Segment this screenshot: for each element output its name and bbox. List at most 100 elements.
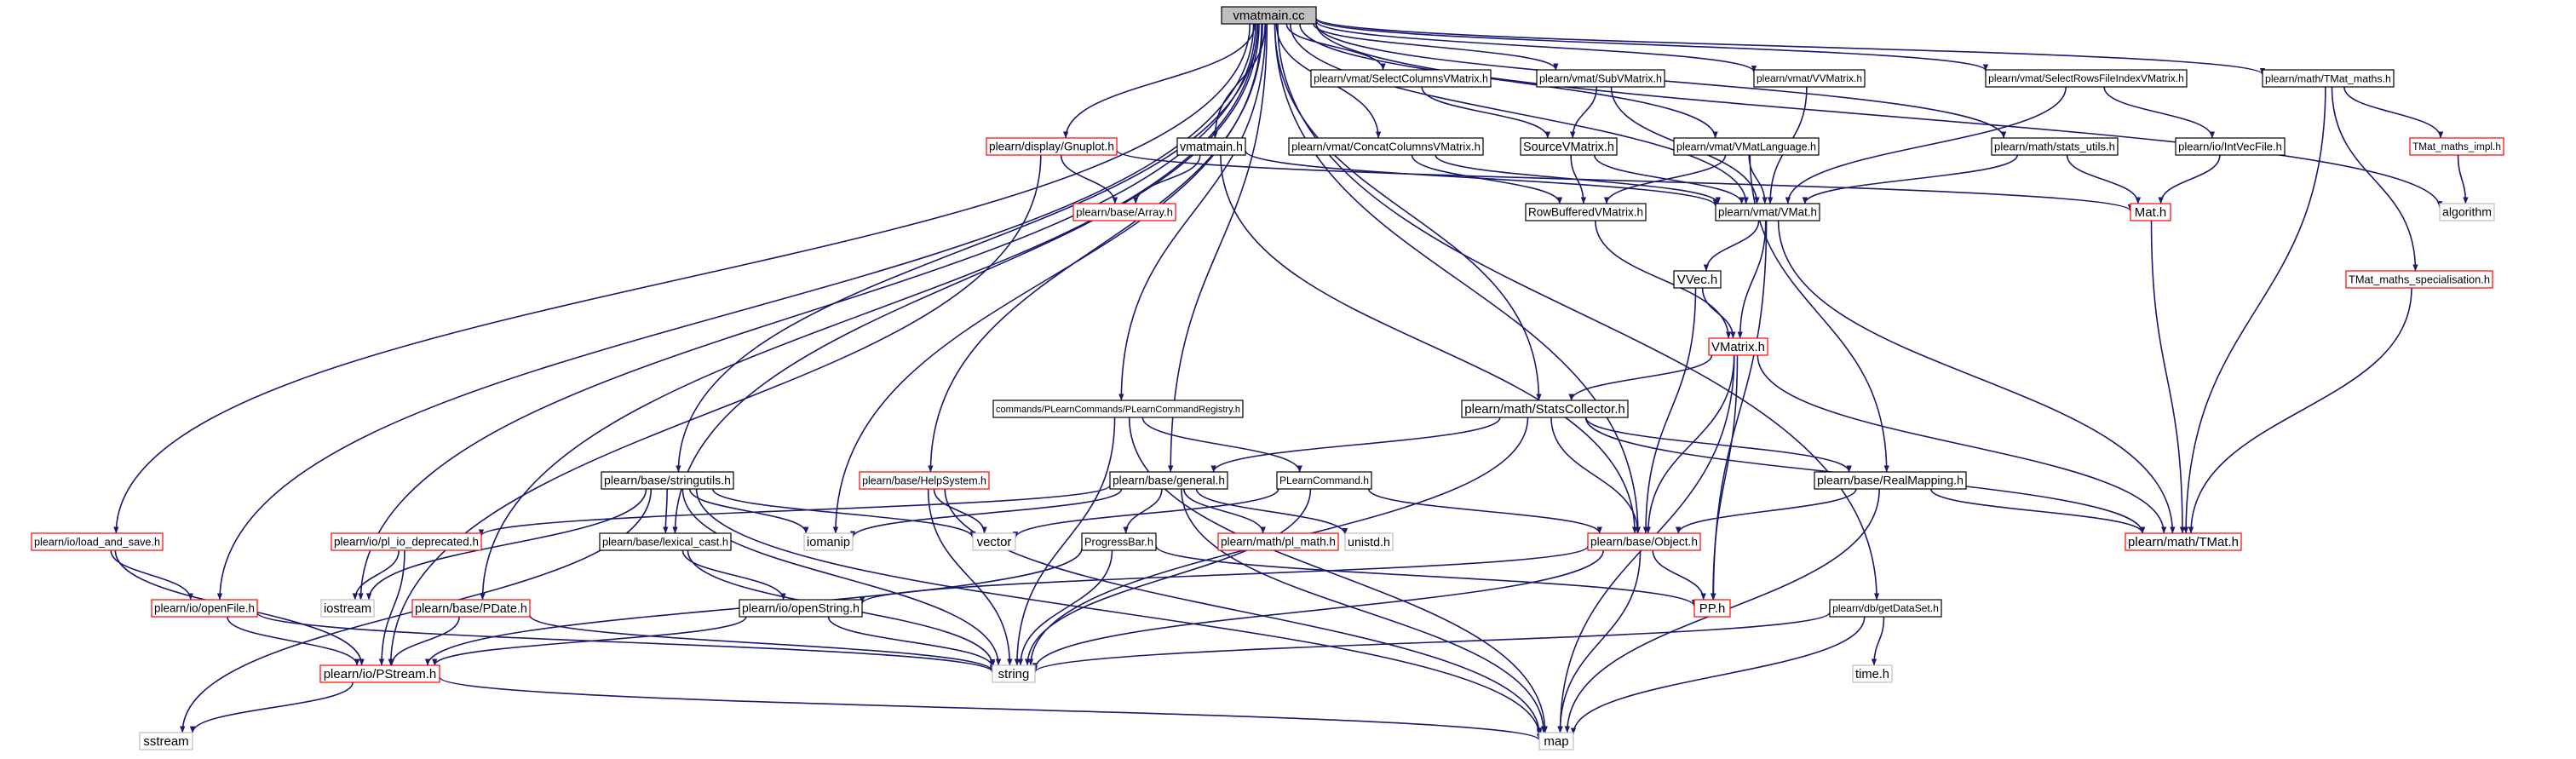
- node-gnuplot[interactable]: plearn/display/Gnuplot.h: [986, 137, 1118, 156]
- node-select-rows[interactable]: plearn/vmat/SelectRowsFileIndexVMatrix.h: [1985, 69, 2188, 88]
- node-row-buffered[interactable]: RowBufferedVMatrix.h: [1525, 203, 1647, 221]
- edge-gnuplot-to-pstream: [388, 154, 1042, 666]
- node-box: [1109, 471, 1228, 490]
- edge-vmatmain_cc-to-vv_matrix: [1315, 20, 1757, 72]
- node-label: PP.h: [1699, 601, 1726, 616]
- edge-vmatmain_h-to-array_h: [1133, 154, 1201, 204]
- node-vv-matrix[interactable]: plearn/vmat/VVMatrix.h: [1753, 69, 1866, 88]
- node-vmatmain-h[interactable]: vmatmain.h: [1176, 137, 1246, 156]
- node-help-system[interactable]: plearn/base/HelpSystem.h: [859, 471, 990, 490]
- node-source-vmatrix[interactable]: SourceVMatrix.h: [1520, 137, 1618, 156]
- edge-real_mapping-to-object_h: [1675, 488, 1857, 534]
- node-int-vec-file[interactable]: plearn/io/IntVecFile.h: [2175, 137, 2286, 156]
- node-open-string[interactable]: plearn/io/openString.h: [739, 599, 863, 618]
- node-concat-cols[interactable]: plearn/vmat/ConcatColumnsVMatrix.h: [1288, 137, 1484, 156]
- node-vmat-language[interactable]: plearn/vmat/VMatLanguage.h: [1673, 137, 1820, 156]
- node-label: VVec.h: [1677, 273, 1718, 287]
- node-tmat-spec[interactable]: TMat_maths_specialisation.h: [2345, 270, 2493, 289]
- node-pl-io-deprecated[interactable]: plearn/io/pl_io_deprecated.h: [331, 532, 482, 551]
- edge-progress_bar-to-string: [1017, 549, 1113, 666]
- edge-stringutils-to-vector: [712, 488, 976, 538]
- edge-stringutils-to-map: [695, 488, 1543, 737]
- node-pdate[interactable]: plearn/base/PDate.h: [411, 599, 531, 618]
- edge-cmd_registry-to-plearn_command: [1141, 417, 1302, 473]
- node-vmatmain-cc[interactable]: vmatmain.cc: [1221, 6, 1317, 25]
- node-box: [1829, 599, 1942, 618]
- node-label: Mat.h: [2135, 205, 2167, 220]
- edge-stats_collector-to-object_h: [1550, 417, 1641, 534]
- node-pl-math[interactable]: plearn/math/pl_math.h: [1217, 532, 1339, 551]
- node-vmatrix-h[interactable]: VMatrix.h: [1708, 337, 1768, 356]
- node-lexical-cast[interactable]: plearn/base/lexical_cast.h: [599, 532, 732, 551]
- node-mat-h[interactable]: Mat.h: [2130, 203, 2171, 221]
- node-cmd-registry[interactable]: commands/PLearnCommands/PLearnCommandReg…: [992, 400, 1244, 418]
- edge-stats_utils-to-mat_h: [2066, 154, 2142, 204]
- node-box: [1217, 532, 1339, 551]
- node-box: [1072, 203, 1176, 221]
- edge-lexical_cast-to-open_string: [681, 549, 786, 601]
- node-box: [739, 599, 863, 618]
- node-stats-collector[interactable]: plearn/math/StatsCollector.h: [1461, 400, 1629, 418]
- node-map: map: [1538, 732, 1574, 750]
- node-box: [2345, 270, 2493, 289]
- node-tmat-maths[interactable]: plearn/math/TMat_maths.h: [2262, 69, 2395, 88]
- edge-vmatrix_h-to-pp_h: [1710, 354, 1739, 601]
- node-tmat-h[interactable]: plearn/math/TMat.h: [2125, 532, 2242, 551]
- edge-open_file-to-pstream: [227, 616, 360, 666]
- node-box: [803, 532, 854, 551]
- node-label: plearn/base/HelpSystem.h: [862, 474, 986, 486]
- edge-stats_collector-to-real_mapping: [1585, 417, 1852, 473]
- node-label: plearn/vmat/VMat.h: [1718, 206, 1817, 219]
- node-stringutils[interactable]: plearn/base/stringutils.h: [601, 471, 734, 490]
- edge-vmatmain_cc-to-iomanip: [832, 23, 1262, 534]
- edge-vmatmain_cc-to-vmat_language: [1299, 23, 1718, 139]
- node-sub-vmatrix[interactable]: plearn/vmat/SubVMatrix.h: [1536, 69, 1665, 88]
- node-label: plearn/math/stats_utils.h: [1994, 140, 2115, 152]
- node-box: [2125, 532, 2242, 551]
- edge-vmatmain_cc-to-select_cols: [1285, 23, 1386, 71]
- edge-vmatmain_cc-to-tmat_maths: [1315, 17, 2265, 76]
- node-select-cols[interactable]: plearn/vmat/SelectColumnsVMatrix.h: [1310, 69, 1492, 88]
- node-time-h: time.h: [1852, 664, 1893, 683]
- node-box: [2130, 203, 2171, 221]
- node-real-mapping[interactable]: plearn/base/RealMapping.h: [1814, 471, 1967, 490]
- node-box: [1176, 137, 1246, 156]
- node-pp-h[interactable]: PP.h: [1693, 599, 1731, 618]
- node-load-and-save[interactable]: plearn/io/load_and_save.h: [31, 532, 164, 551]
- edge-select_rows-to-vmat_h: [1785, 86, 2067, 204]
- node-box: [2439, 203, 2495, 221]
- node-vvec-h[interactable]: VVec.h: [1673, 270, 1722, 289]
- node-box: [859, 471, 990, 490]
- edge-vmatmain_cc-to-vmat_h: [1290, 23, 1749, 204]
- node-label: plearn/base/RealMapping.h: [1817, 474, 1964, 487]
- node-label: vmatmain.h: [1180, 141, 1243, 154]
- edge-vmatmain_cc-to-stats_collector: [1274, 23, 1542, 401]
- node-box: [2409, 137, 2504, 156]
- node-label: ProgressBar.h: [1084, 535, 1153, 548]
- node-label: plearn/io/pl_io_deprecated.h: [334, 536, 479, 549]
- node-general-h[interactable]: plearn/base/general.h: [1109, 471, 1228, 490]
- node-object-h[interactable]: plearn/base/Object.h: [1587, 532, 1701, 551]
- node-stats-utils[interactable]: plearn/math/stats_utils.h: [1991, 137, 2119, 156]
- node-plearn-command[interactable]: PLearnCommand.h: [1276, 471, 1372, 490]
- node-get-dataset[interactable]: plearn/db/getDataSet.h: [1829, 599, 1942, 618]
- edge-plearn_command-to-object_h: [1367, 488, 1602, 534]
- edge-pstream-to-map: [439, 676, 1542, 741]
- node-progress-bar[interactable]: ProgressBar.h: [1081, 532, 1157, 551]
- edge-general_h-to-iomanip: [849, 488, 1123, 538]
- node-vmat-h[interactable]: plearn/vmat/VMat.h: [1715, 203, 1820, 221]
- node-box: [1344, 532, 1394, 551]
- node-tmat-maths-impl[interactable]: TMat_maths_impl.h: [2409, 137, 2504, 156]
- node-box: [972, 532, 1016, 551]
- node-open-file[interactable]: plearn/io/openFile.h: [151, 599, 258, 618]
- node-box: [986, 137, 1118, 156]
- node-label: plearn/vmat/SubVMatrix.h: [1539, 72, 1662, 84]
- edge-vmatmain_h-to-object_h: [1220, 154, 1638, 534]
- edge-gnuplot-to-array_h: [1060, 154, 1118, 204]
- node-array-h[interactable]: plearn/base/Array.h: [1072, 203, 1176, 221]
- edge-object_h-to-map: [1557, 549, 1642, 733]
- node-pstream[interactable]: plearn/io/PStream.h: [319, 664, 440, 683]
- node-label: vector: [977, 535, 1012, 549]
- edge-object_h-to-open_string: [859, 545, 1589, 604]
- node-box: [331, 532, 482, 551]
